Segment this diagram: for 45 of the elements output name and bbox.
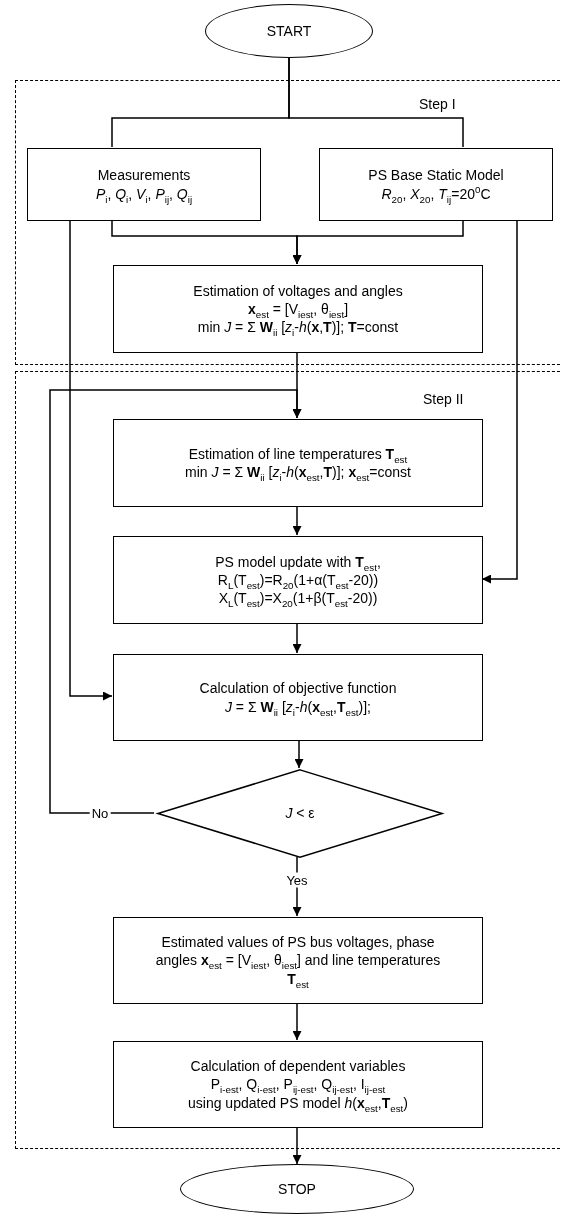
process-box: [319, 148, 553, 221]
arrow: [292, 1126, 302, 1165]
box-text: Estimation of line temperatures T$_{est}$: [188, 444, 408, 463]
process-box: [113, 419, 483, 507]
process-box: [113, 536, 483, 624]
step-label: Step II: [423, 390, 464, 409]
terminal-label: START: [266, 21, 312, 41]
box-text: Calculation of objective function: [199, 679, 397, 698]
box-text: PS Base Static Model: [368, 166, 504, 185]
step-region: [15, 371, 561, 1149]
arrow: [292, 622, 302, 654]
box-text: R$_{L}$(T$_{est}$)=R$_{20}$(1+α(T$_{est}$-20)): [217, 571, 379, 590]
process-box: [113, 1041, 483, 1128]
process-box: [113, 917, 483, 1004]
terminal-label: STOP: [278, 1179, 316, 1199]
box-text: Calculation of dependent variables: [190, 1057, 406, 1076]
box-text: PS model update with T$_{est}$,: [215, 552, 381, 571]
box-text: J = Σ W$_{ii}$ [z$_{i}$-h(x$_{est}$,T$_{est}$)];: [224, 697, 371, 716]
step-region: [15, 80, 561, 365]
box-text: P$_{i}$, Q$_{i}$, V$_{i}$, P$_{ij}$, Q$_{ij}$: [95, 184, 193, 203]
box-text: X$_{L}$(T$_{est}$)=X$_{20}$(1+β(T$_{est}$-20)): [218, 589, 378, 608]
box-text: min J = Σ W$_{ii}$ [z$_{i}$-h(x,T)]; T=const: [197, 318, 399, 337]
process-box: [27, 148, 261, 221]
box-text: P$_{i-est}$, Q$_{i-est}$, P$_{ij-est}$, Q$_{ij-est}$, I$_{ij-est}$: [210, 1075, 386, 1094]
decision-condition: J < ε: [285, 804, 315, 823]
box-text: x$_{est}$ = [V$_{iest}$, θ$_{iest}$]: [248, 299, 348, 319]
process-box: [113, 654, 483, 741]
arrow: [292, 219, 464, 265]
box-text: Estimated values of PS bus voltages, phase angles x$_{est}$ = [V$_{iest}$, θ$_{iest}$] and line temperatures T$_{est}$: [154, 933, 442, 988]
process-box: [113, 265, 483, 353]
connector-line: [288, 57, 464, 148]
box-text: using updated PS model h(x$_{est}$,T$_{est}$): [188, 1094, 408, 1112]
box-text: min J = Σ W$_{ii}$ [z$_{i}$-h(x$_{est}$,T)]; x$_{est}$=const: [185, 463, 411, 482]
edge-label: Yes: [284, 872, 310, 888]
decision-diamond: [155, 769, 445, 858]
arrow: [292, 1002, 302, 1041]
box-text: Measurements: [97, 166, 191, 185]
arrow: [481, 219, 518, 584]
arrow: [292, 505, 302, 536]
box-text: Estimation of voltages and angles: [193, 281, 403, 300]
arrow: [294, 739, 304, 769]
arrow: [69, 219, 113, 701]
arrow: [49, 389, 302, 814]
box-text: R$_{20}$, X$_{20}$, T$_{ij}$=20$^{0}$C: [381, 184, 491, 203]
step-label: Step I: [419, 95, 456, 114]
